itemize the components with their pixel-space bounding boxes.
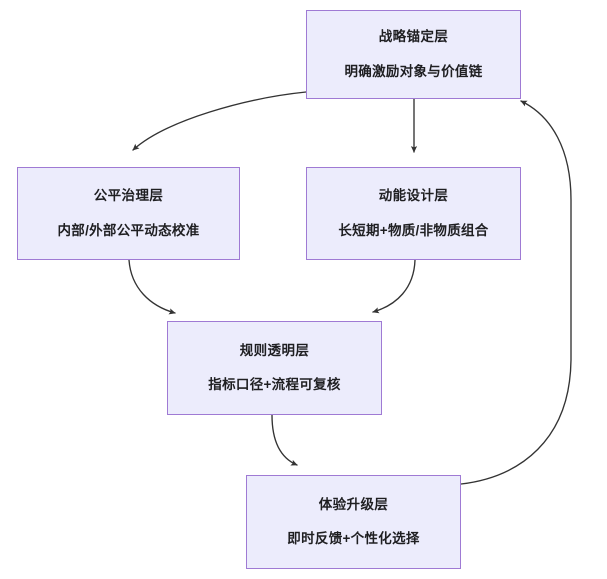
node-title: 动能设计层 (378, 188, 449, 204)
edge-fairness-to-rules (128, 259, 176, 315)
node-momentum-design-layer[interactable]: 动能设计层 长短期+物质/非物质组合 (306, 167, 521, 260)
node-strategic-anchor-layer[interactable]: 战略锚定层 明确激励对象与价值链 (306, 10, 521, 99)
node-rule-transparency-layer[interactable]: 规则透明层 指标口径+流程可复核 (167, 321, 382, 415)
node-experience-upgrade-layer[interactable]: 体验升级层 即时反馈+个性化选择 (246, 475, 461, 569)
node-subtitle: 明确激励对象与价值链 (344, 63, 483, 79)
node-subtitle: 指标口径+流程可复核 (208, 377, 341, 392)
edge-momentum-to-rules (372, 259, 416, 314)
edge-anchor-to-fairness (132, 91, 307, 151)
node-subtitle: 内部/外部公平动态校准 (57, 222, 200, 238)
node-subtitle: 即时反馈+个性化选择 (287, 531, 420, 546)
node-title: 体验升级层 (318, 496, 389, 512)
node-fairness-governance-layer[interactable]: 公平治理层 内部/外部公平动态校准 (17, 167, 240, 260)
node-subtitle: 长短期+物质/非物质组合 (338, 222, 489, 238)
node-title: 规则透明层 (239, 342, 310, 358)
edge-experience-to-anchor (460, 100, 572, 485)
edge-rules-to-experience (271, 414, 298, 466)
node-title: 公平治理层 (93, 188, 164, 204)
node-title: 战略锚定层 (378, 29, 449, 45)
